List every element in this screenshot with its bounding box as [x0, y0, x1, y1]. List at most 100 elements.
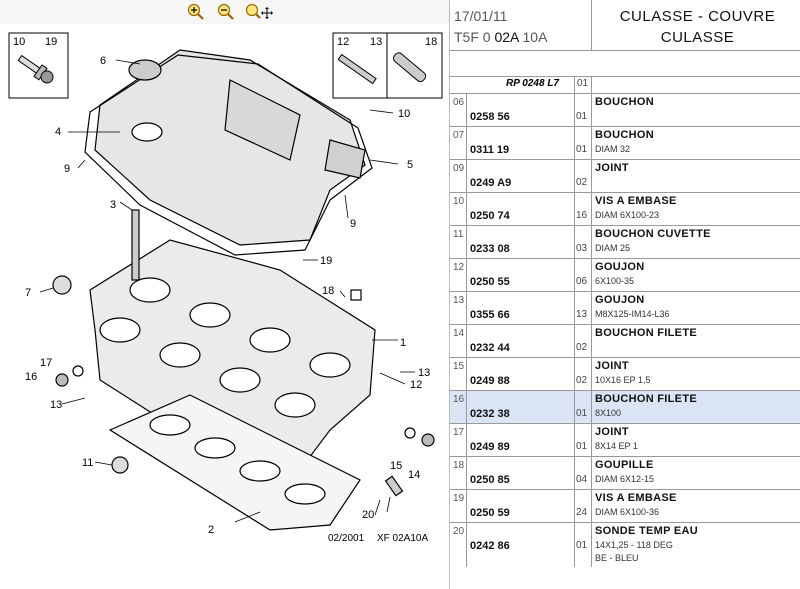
section-title-line1: CULASSE - COUVRE: [619, 8, 776, 25]
table-row[interactable]: 14 0232 44 02 BOUCHON FILETE: [450, 325, 800, 358]
row-part-code: 0250 55: [470, 276, 510, 288]
row-part-code: 0250 74: [470, 210, 510, 222]
row-description: M8X125-IM14-L36: [595, 309, 670, 319]
ref-row-qty: 01: [577, 78, 589, 89]
callout-14: 14: [408, 469, 420, 481]
row-part-name: BOUCHON FILETE: [595, 327, 697, 339]
row-part-name: GOUJON: [595, 261, 645, 273]
row-part-code: 0311 19: [470, 144, 510, 156]
inset-label-19: 19: [45, 36, 57, 48]
row-position: 14: [453, 328, 465, 339]
table-row[interactable]: 18 0250 85 04 GOUPILLE DIAM 6X12-15: [450, 457, 800, 490]
callout-16: 16: [25, 371, 37, 383]
row-part-code: 0250 59: [470, 507, 510, 519]
row-quantity: 01: [576, 540, 588, 551]
row-part-name: SONDE TEMP EAU: [595, 525, 699, 537]
row-description: DIAM 32: [595, 144, 631, 154]
parts-header: 17/01/11 T5F 0 02A 10A CULASSE - COUVRE …: [450, 0, 800, 50]
seal-15: [404, 427, 416, 439]
inset-label-13: 13: [370, 36, 382, 48]
callout-9b: 9: [350, 218, 356, 230]
row-part-code: 0258 56: [470, 111, 510, 123]
row-position: 15: [453, 361, 465, 372]
table-row[interactable]: 16 0232 38 01 BOUCHON FILETE 8X100: [450, 391, 800, 424]
ref-prefix: T5F 0: [454, 29, 495, 45]
row-part-name: JOINT: [595, 426, 629, 438]
row-position: 10: [453, 196, 465, 207]
seal-17: [72, 365, 84, 377]
callout-19: 19: [320, 255, 332, 267]
zoom-in-icon[interactable]: [186, 3, 206, 21]
row-part-name: GOUPILLE: [595, 459, 654, 471]
callout-5: 5: [407, 159, 413, 171]
row-position: 18: [453, 460, 465, 471]
row-part-code: 0250 85: [470, 474, 510, 486]
inset-studs: 12 13 18: [332, 32, 443, 99]
callout-4: 4: [55, 126, 61, 138]
plug-7: [52, 275, 72, 295]
inset-label-18: 18: [425, 36, 437, 48]
callout-17: 17: [40, 357, 52, 369]
row-position: 07: [453, 130, 465, 141]
callout-15: 15: [390, 460, 402, 472]
row-quantity: 02: [576, 177, 588, 188]
row-description-2: BE - BLEU: [595, 553, 639, 563]
plug-16: [55, 373, 69, 387]
row-part-code: 0232 38: [470, 408, 510, 420]
callout-1: 1: [400, 337, 406, 349]
row-part-name: JOINT: [595, 360, 629, 372]
row-description: DIAM 6X100-23: [595, 210, 660, 220]
row-quantity: 16: [576, 210, 588, 221]
dowel-18: [350, 289, 362, 301]
row-quantity: 01: [576, 111, 588, 122]
row-part-code: 0355 66: [470, 309, 510, 321]
row-quantity: 01: [576, 408, 588, 419]
row-part-code: 0232 44: [470, 342, 510, 354]
callout-7: 7: [25, 287, 31, 299]
row-part-name: BOUCHON FILETE: [595, 393, 697, 405]
row-quantity: 24: [576, 507, 588, 518]
row-quantity: 02: [576, 342, 588, 353]
toolbar: [0, 0, 449, 24]
row-part-name: BOUCHON: [595, 96, 654, 108]
callout-3: 3: [110, 199, 116, 211]
callout-13b: 13: [50, 399, 62, 411]
row-part-name: JOINT: [595, 162, 629, 174]
row-position: 11: [453, 229, 464, 240]
temp-sensor: [384, 475, 404, 497]
row-quantity: 02: [576, 375, 588, 386]
row-quantity: 03: [576, 243, 588, 254]
catalog-date: 17/01/11: [454, 8, 508, 24]
zoom-pan-icon[interactable]: [244, 3, 274, 21]
ref-suffix: 10A: [518, 29, 548, 45]
head-gasket: [108, 394, 361, 531]
row-quantity: 01: [576, 441, 588, 452]
row-quantity: 06: [576, 276, 588, 287]
plug-14: [421, 433, 435, 447]
row-description: 8X100: [595, 408, 622, 418]
callout-20: 20: [362, 509, 374, 521]
callout-2: 2: [208, 524, 214, 536]
row-position: 13: [453, 295, 465, 306]
parts-list-pane: 17/01/11 T5F 0 02A 10A CULASSE - COUVRE …: [449, 0, 800, 589]
row-position: 16: [453, 394, 465, 405]
inset-screw: 10 19: [8, 32, 69, 99]
row-quantity: 04: [576, 474, 588, 485]
row-position: 12: [453, 262, 465, 273]
row-description: DIAM 6X12-15: [595, 474, 655, 484]
ref-row-code: RP 0248 L7: [506, 78, 559, 89]
zoom-out-icon[interactable]: [216, 3, 236, 21]
inset-label-12: 12: [337, 36, 349, 48]
valve-cover: [84, 49, 373, 256]
